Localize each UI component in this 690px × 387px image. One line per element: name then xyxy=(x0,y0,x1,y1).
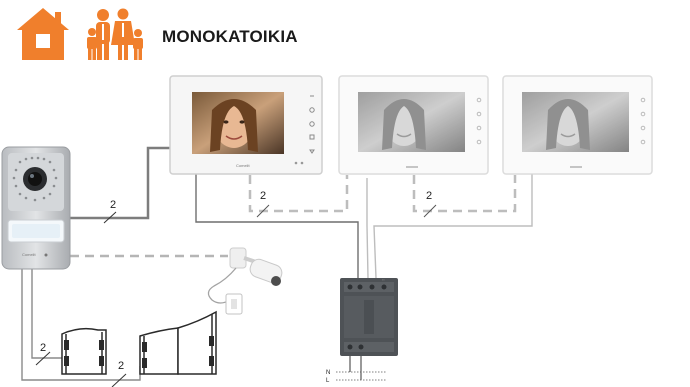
mains-label-l: L xyxy=(326,378,330,384)
wire-mark-m2 xyxy=(423,204,437,218)
gate-single xyxy=(61,327,107,375)
wire-mark-door xyxy=(103,211,117,224)
wire-monitor2-to-psu xyxy=(366,178,369,279)
page-title: ΜΟΝΟΚΑΤΟΙΚΙΑ xyxy=(162,27,298,46)
wire-label-door: 2 xyxy=(110,199,116,211)
wire-mark-m1 xyxy=(256,204,270,218)
wire-label-m1: 2 xyxy=(260,190,266,202)
wire-label-gate2: 2 xyxy=(118,360,124,372)
wire-mark-gate1 xyxy=(35,351,51,366)
wire-monitor1-to-monitor2 xyxy=(248,175,349,213)
wire-mark-gate2 xyxy=(111,373,127,387)
svg-text:▪▪: ▪▪ xyxy=(382,277,385,282)
wire-label-gate1: 2 xyxy=(40,342,46,354)
monitor-secondary-2 xyxy=(502,75,653,175)
house-icon xyxy=(17,8,69,60)
wire-door-to-gate1 xyxy=(31,268,62,359)
monitor-main-brand: Comelit xyxy=(236,163,250,168)
monitor-secondary-1 xyxy=(338,75,489,175)
wire-monitor1-to-psu xyxy=(195,174,359,278)
wire-label-m2: 2 xyxy=(426,190,432,202)
wire-monitor2-to-monitor3 xyxy=(412,175,517,213)
door-station: Comelit xyxy=(1,146,71,270)
gate-double xyxy=(139,310,217,375)
monitor-main: Comelit xyxy=(169,75,323,175)
power-supply: ▪▪ xyxy=(340,277,398,356)
wire-door-to-monitor xyxy=(70,146,170,220)
mains-label-n: N xyxy=(326,370,330,376)
security-camera xyxy=(207,247,283,315)
family-icon xyxy=(87,8,143,60)
wire-monitor3-to-psu xyxy=(373,174,533,279)
door-station-brand: Comelit xyxy=(22,252,36,257)
